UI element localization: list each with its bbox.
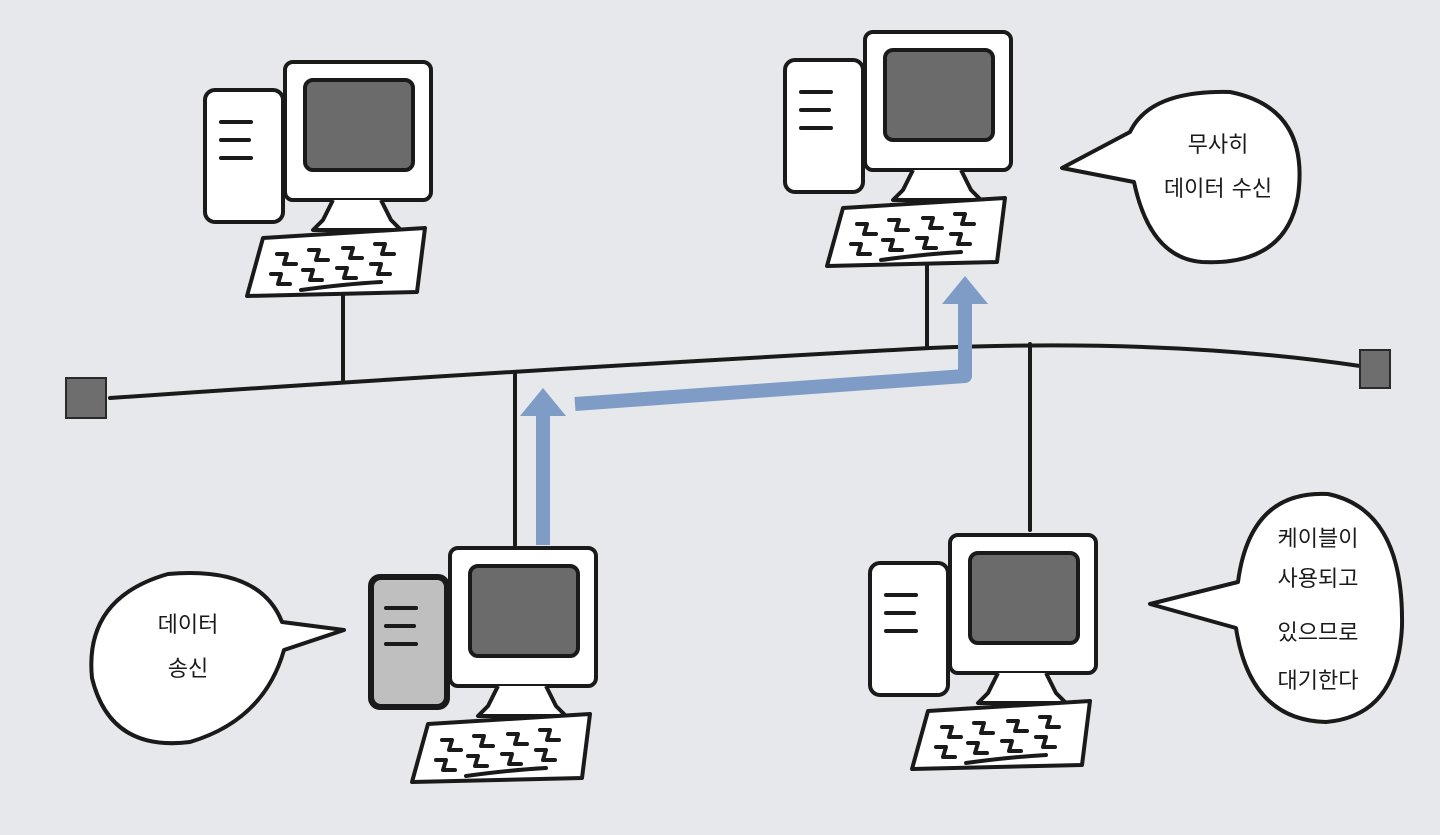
bubble-waiting-line-4: 대기한다	[1278, 669, 1359, 694]
data-flow-arrow-icon	[520, 276, 988, 545]
speech-bubble-waiting: 케이블이 사용되고 있으므로 대기한다	[1148, 491, 1405, 724]
bubble-waiting-line-2: 사용되고	[1278, 567, 1359, 592]
desktop-computer-icon	[368, 546, 598, 784]
speech-bubble-received: 무사히 데이터 수신	[1060, 89, 1302, 265]
bubble-sending-line-2: 송신	[168, 657, 208, 682]
desktop-computer-icon	[868, 533, 1098, 771]
bubble-received-line-1: 무사히	[1188, 133, 1249, 158]
bubble-waiting-line-1: 케이블이	[1278, 527, 1359, 552]
bus-terminator-icon	[65, 377, 107, 419]
bubble-waiting-line-3: 있으므로	[1278, 621, 1359, 646]
speech-bubble-sending: 데이터 송신	[89, 571, 346, 746]
desktop-computer-icon	[783, 30, 1013, 268]
bubble-received-line-2: 데이터 수신	[1164, 177, 1272, 202]
desktop-computer-icon	[203, 60, 433, 298]
bus-terminator-icon	[1359, 349, 1391, 389]
bus-cable	[108, 343, 1362, 400]
bubble-sending-line-1: 데이터	[158, 613, 219, 638]
